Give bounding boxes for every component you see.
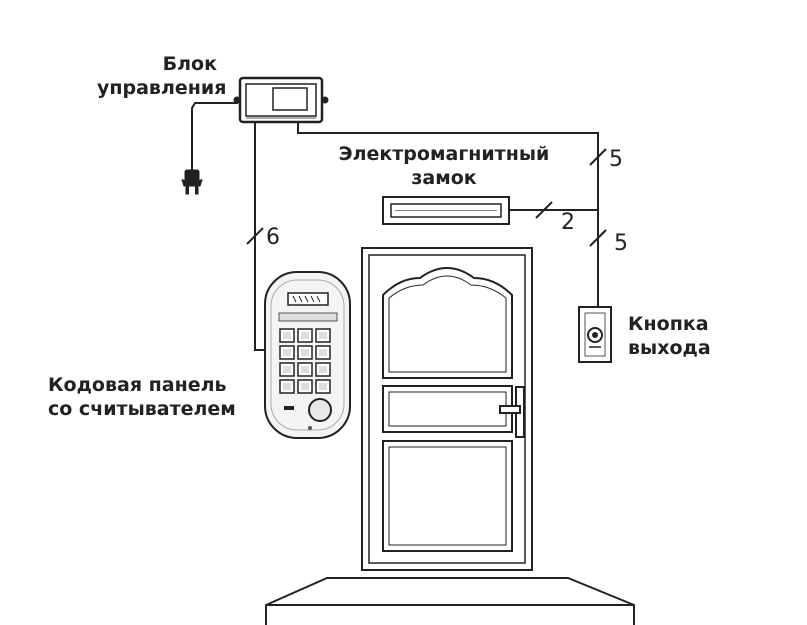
call-button-icon (308, 398, 332, 422)
power-plug-icon (181, 169, 203, 195)
label-code-panel: Кодовая панель со считывателем (48, 373, 236, 421)
slash-5-top (589, 148, 607, 166)
keypad-key-face (301, 349, 309, 356)
wiring (191, 102, 599, 351)
slash-2 (535, 201, 553, 219)
door (361, 247, 533, 571)
label-code-panel-line1: Кодовая панель (48, 374, 227, 396)
door-panel-middle (382, 385, 513, 433)
slash-5-bottom (589, 229, 607, 247)
label-code-panel-line2: со считывателем (48, 398, 236, 420)
wire-count-lock-branch: 5 (609, 147, 623, 172)
card-reader (287, 292, 329, 306)
label-exit-button-line1: Кнопка (628, 313, 709, 335)
keypad-key-face (301, 332, 309, 339)
keypad-key-face (283, 383, 291, 390)
slash-6 (246, 227, 264, 245)
wire-count-panel: 6 (266, 225, 280, 250)
label-control-unit-line1: Блок (162, 53, 217, 75)
keypad-key-face (319, 383, 327, 390)
keypad-key-face (319, 349, 327, 356)
label-lock: Электромагнитный замок (324, 142, 564, 190)
keypad-key-face (283, 366, 291, 373)
keypad-key-face (301, 383, 309, 390)
keypad-key-face (283, 349, 291, 356)
keypad-key-face (319, 366, 327, 373)
keypad-key-face (301, 366, 309, 373)
door-panel-top (382, 267, 513, 379)
wire-count-exit-button: 5 (614, 231, 628, 256)
wire-control-to-right (297, 122, 599, 306)
keypad-key-face (283, 332, 291, 339)
door-frame (361, 247, 533, 571)
label-control-unit: Блок управления (97, 52, 226, 100)
code-panel (264, 271, 351, 439)
door-handle-icon (499, 386, 525, 438)
wire-power-cord (191, 102, 238, 170)
electromagnetic-lock (382, 196, 510, 225)
label-exit-button-line2: выхода (628, 337, 711, 359)
label-lock-line2: замок (411, 167, 477, 189)
keypad-key-face (319, 332, 327, 339)
wire-count-lock: 2 (561, 210, 575, 235)
door-panel-bottom (382, 440, 513, 552)
label-exit-button: Кнопка выхода (628, 312, 711, 360)
label-lock-line1: Электромагнитный (338, 143, 550, 165)
control-unit (233, 76, 329, 124)
keypad (279, 328, 331, 394)
wire-slashes (246, 148, 607, 247)
door-step (265, 577, 635, 625)
label-control-unit-line2: управления (97, 77, 227, 99)
exit-button (578, 306, 612, 363)
